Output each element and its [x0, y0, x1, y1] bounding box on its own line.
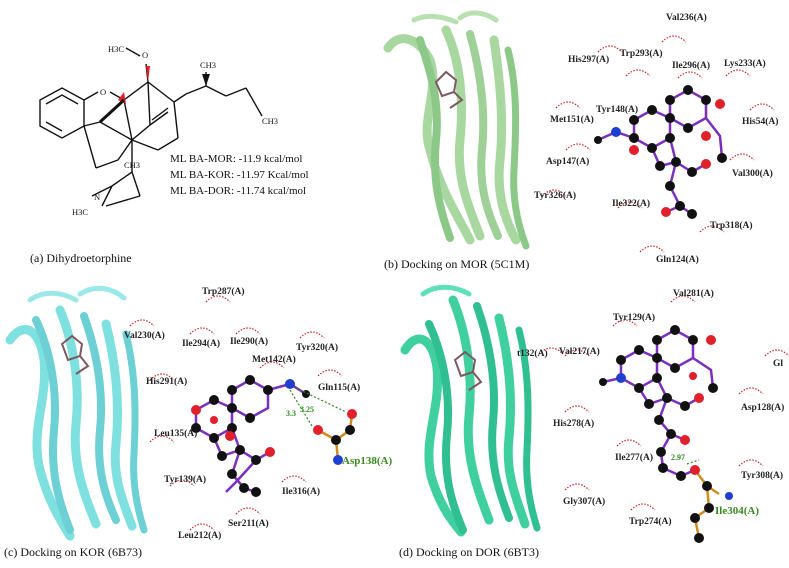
hbond-distance-1: 3.3: [286, 409, 296, 418]
residue-gl-cut: Gl: [773, 359, 783, 369]
residue-ile290: Ile290(A): [230, 336, 268, 347]
kor-docking-figure: 3.3 3.25 Trp287(A) Val230(A) Ile294(A) I…: [4, 285, 392, 559]
residue-his278: His278(A): [553, 418, 594, 429]
atom-ch3-top: CH3: [200, 60, 216, 70]
atom-o-ring: O: [100, 87, 106, 97]
hydrophobic-contacts: [538, 295, 789, 511]
atom-h3c-methoxy: H3C: [108, 44, 124, 54]
energy-mor: ML BA-MOR: -11.9 kcal/mol: [170, 153, 302, 165]
residue-gly307: Gly307(A): [563, 496, 605, 507]
bold-bond: [98, 98, 126, 124]
residue-ile296: Ile296(A): [672, 60, 710, 71]
residue-asp138-hbond: Asp138(A): [342, 455, 392, 467]
residue-trp318: Trp318(A): [710, 220, 753, 231]
residue-val281: Val281(A): [673, 288, 714, 299]
residue-val217: Val217(A): [559, 346, 600, 357]
residue-lys233: Lys233(A): [724, 58, 766, 69]
residue-trp274: Trp274(A): [629, 516, 672, 527]
mor-ligand-2d: [594, 85, 727, 219]
residue-met151: Met151(A): [550, 114, 594, 125]
residue-tyr148: Tyr148(A): [596, 104, 638, 115]
dor-docking-figure: 2.97 Val281(A) Tyr129(A) t132(A) Val217(…: [399, 284, 789, 559]
residue-t132: t132(A): [517, 348, 548, 359]
residue-met142: Met142(A): [252, 354, 296, 365]
residue-trp287: Trp287(A): [202, 286, 245, 297]
panel-a-structure: H3C O CH3 CH3 O CH3 N H3C ML BA-MOR: -11…: [0, 0, 370, 280]
hbond-distance-1: 2.97: [671, 453, 685, 462]
mor-protein-ribbon: [383, 10, 530, 250]
residue-his297: His297(A): [568, 54, 609, 65]
atom-ch3-right: CH3: [262, 116, 278, 126]
dor-ligand-stick: [453, 350, 483, 391]
residue-leu212: Leu212(A): [178, 530, 221, 541]
caption-a: (a) Dihydroetorphine: [30, 251, 132, 265]
panel-c-kor-docking: 3.3 3.25 Trp287(A) Val230(A) Ile294(A) I…: [0, 280, 395, 568]
atom-h3c-n: H3C: [72, 207, 88, 217]
residue-his54: His54(A): [742, 116, 778, 127]
residue-trp293: Trp293(A): [620, 48, 663, 59]
residue-ile277: Ile277(A): [615, 452, 653, 463]
residue-tyr139: Tyr139(A): [164, 474, 206, 485]
residue-val236: Val236(A): [666, 12, 707, 23]
residue-asp128: Asp128(A): [741, 402, 784, 413]
energy-kor: ML BA-KOR: -11.97 Kcal/mol: [170, 169, 309, 181]
atom-n: N: [94, 192, 100, 202]
residue-gln115: Gln115(A): [318, 382, 360, 393]
atom-ch3-mid: CH3: [124, 160, 140, 170]
residue-tyr320: Tyr320(A): [296, 342, 338, 353]
residue-ile294: Ile294(A): [182, 338, 220, 349]
residue-his291: His291(A): [146, 376, 187, 387]
hbond-distance-2: 3.25: [300, 405, 314, 414]
residue-val230: Val230(A): [124, 330, 165, 341]
methyl-wedge: [202, 74, 210, 86]
caption-c: (c) Docking on KOR (6B73): [4, 545, 142, 559]
residue-tyr326: Tyr326(A): [534, 190, 576, 201]
panel-d-dor-docking: 2.97 Val281(A) Tyr129(A) t132(A) Val217(…: [395, 280, 789, 568]
caption-b: (b) Docking on MOR (5C1M): [384, 257, 529, 271]
atom-o-methoxy: O: [142, 50, 148, 60]
residue-gln124: Gln124(A): [656, 254, 699, 265]
skeletal-bonds: [39, 47, 263, 207]
mor-ligand-stick: [434, 70, 464, 109]
residue-tyr308: Tyr308(A): [741, 470, 783, 481]
methoxy-wedge: [146, 66, 150, 82]
dihydroetorphine-structure: H3C O CH3 CH3 O CH3 N H3C ML BA-MOR: -11…: [30, 44, 309, 265]
kor-ligand-stick: [60, 334, 90, 375]
residue-leu135: Leu135(A): [154, 428, 197, 439]
mor-docking-figure: Val236(A) His297(A) Trp293(A) Ile296(A) …: [383, 10, 778, 271]
caption-d: (d) Docking on DOR (6BT3): [399, 545, 539, 559]
residue-tyr129: Tyr129(A): [613, 312, 655, 323]
residue-ile322: Ile322(A): [612, 198, 650, 209]
panel-b-mor-docking: Val236(A) His297(A) Trp293(A) Ile296(A) …: [370, 0, 789, 280]
kor-protein-ribbon: [5, 285, 148, 541]
hydrophobic-contacts: [129, 295, 343, 531]
kor-ligand-2d: [191, 375, 357, 497]
dor-protein-ribbon: [400, 284, 541, 537]
residue-asp147: Asp147(A): [546, 156, 589, 167]
hydrophobic-contacts: [541, 35, 775, 253]
residue-ile316: Ile316(A): [282, 486, 320, 497]
dor-ligand-2d: [599, 325, 733, 543]
residue-ser211: Ser211(A): [228, 518, 269, 529]
residue-ile304-hbond: Ile304(A): [715, 505, 759, 517]
energy-dor: ML BA-DOR: -11.74 kcal/mol: [170, 185, 306, 197]
residue-val300: Val300(A): [732, 168, 773, 179]
